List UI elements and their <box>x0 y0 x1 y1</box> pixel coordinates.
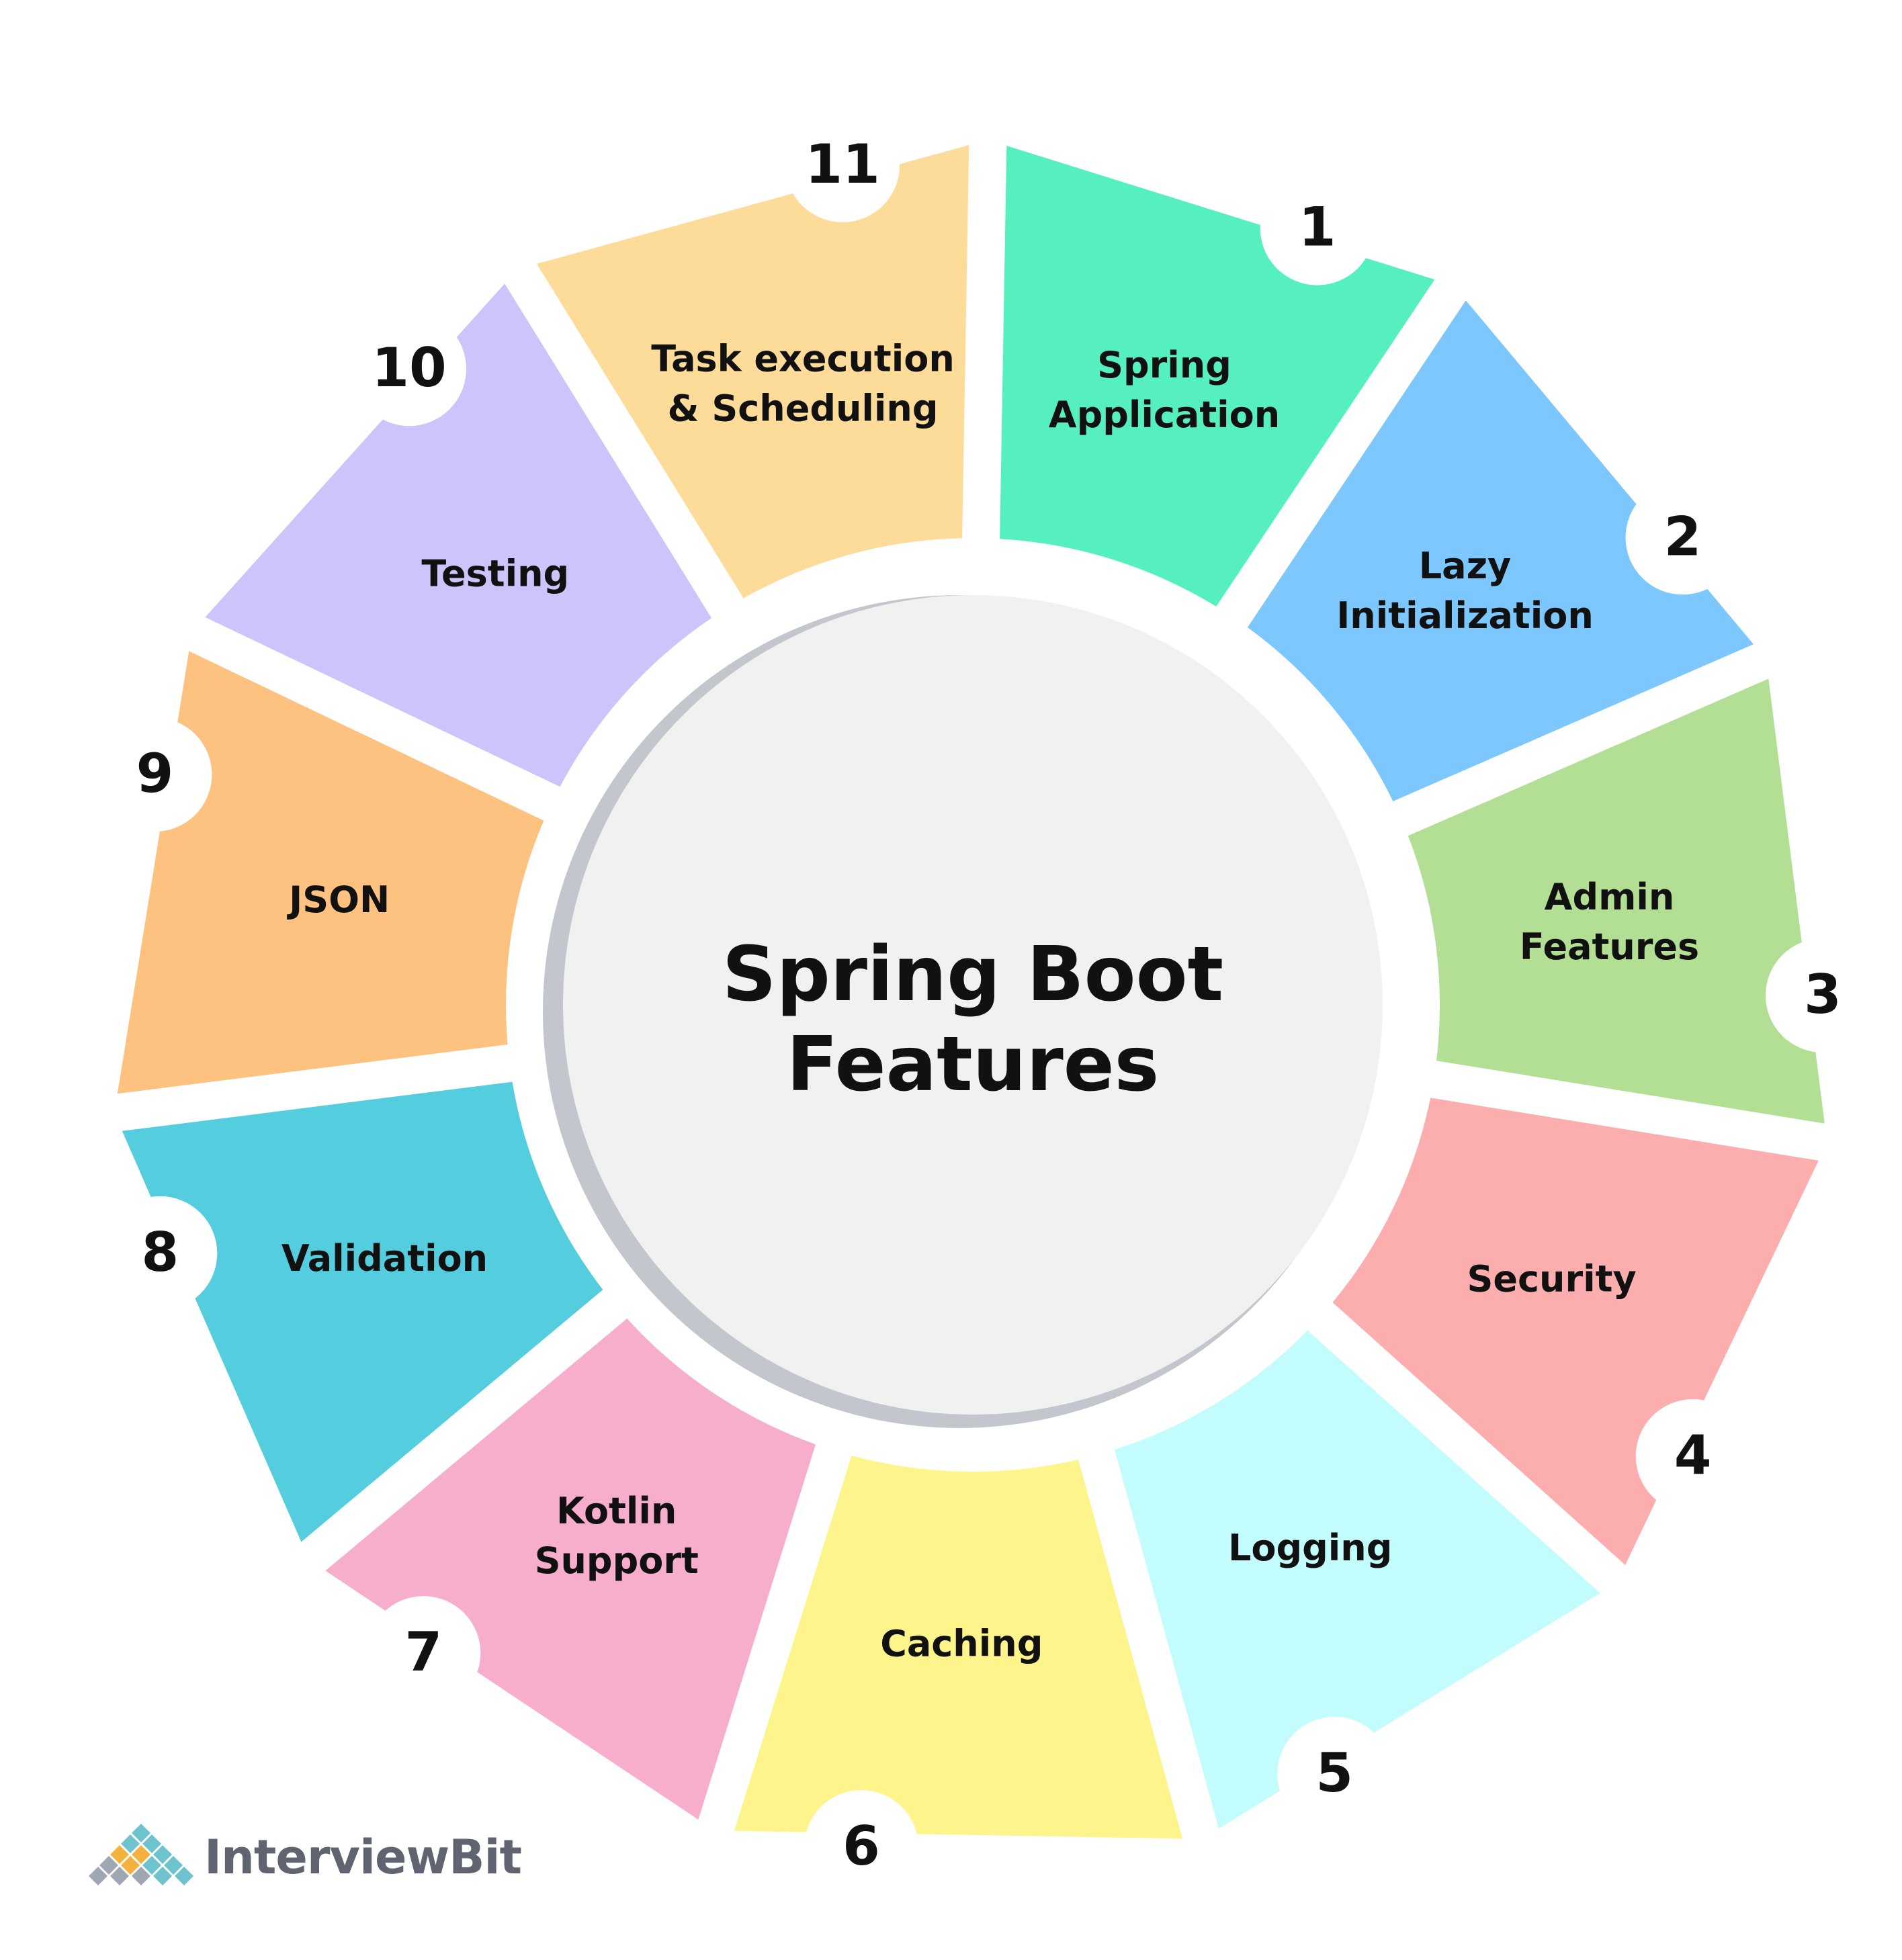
segment-6-number-badge <box>804 1790 918 1904</box>
segment-7-number: 7 <box>404 1621 442 1683</box>
segment-10 <box>205 283 711 787</box>
logo-diamond <box>110 1845 129 1864</box>
segment-7 <box>325 1319 816 1820</box>
segment-4-label-line: Security <box>1467 1257 1637 1300</box>
segment-2-number-badge <box>1625 480 1740 595</box>
segment-6-number: 6 <box>842 1815 880 1877</box>
segment-11-label-line: Task execution <box>651 338 955 380</box>
segment-2-number: 2 <box>1664 505 1702 568</box>
segment-5-number-badge <box>1277 1716 1392 1831</box>
center-circle-fill <box>563 595 1383 1415</box>
logo-diamond <box>132 1845 150 1864</box>
segment-11-number: 11 <box>805 133 879 195</box>
segment-3-label-line: Admin <box>1545 876 1675 918</box>
segment-4-number-badge <box>1635 1399 1750 1513</box>
segment-2 <box>1247 300 1754 801</box>
segment-7-label-line: Support <box>535 1540 699 1582</box>
logo-diamond <box>142 1856 161 1875</box>
segment-1-number: 1 <box>1299 196 1336 259</box>
segment-6 <box>734 1456 1183 1839</box>
logo-diamond <box>99 1856 118 1875</box>
segment-3-label-line: Features <box>1520 926 1699 968</box>
segment-1-number-badge <box>1260 171 1375 285</box>
segment-8-number: 8 <box>141 1221 179 1284</box>
segment-4 <box>1332 1098 1819 1565</box>
segment-7-number-badge <box>366 1596 481 1711</box>
segment-2-label-line: Initialization <box>1336 594 1594 637</box>
segment-10-number: 10 <box>372 337 446 399</box>
segment-7-label-line: Kotlin <box>556 1490 677 1532</box>
logo-diamond <box>132 1824 150 1842</box>
segment-9-number-badge <box>97 717 212 832</box>
segment-5 <box>1115 1330 1600 1829</box>
segment-11-label-line: & Scheduling <box>667 388 938 430</box>
segment-6-label-line: Caching <box>880 1623 1043 1665</box>
segment-1-label-line: Application <box>1049 394 1280 436</box>
logo-diamond <box>110 1867 129 1885</box>
diagram-title-line-1: Spring Boot <box>722 931 1223 1018</box>
segment-10-number-badge <box>352 312 466 427</box>
segment-11-number-badge <box>785 108 900 222</box>
segment-5-number: 5 <box>1315 1742 1353 1804</box>
brand-name: InterviewBit <box>204 1830 522 1885</box>
diagram-title-line-2: Features <box>787 1021 1160 1108</box>
center-circle: Spring Boot Features <box>543 595 1383 1428</box>
segment-3 <box>1408 678 1825 1124</box>
segment-8 <box>122 1081 603 1542</box>
logo-diamond <box>153 1845 172 1864</box>
segment-5-label-line: Logging <box>1228 1527 1392 1569</box>
interviewbit-logo-icon <box>89 1824 193 1885</box>
logo-diamond <box>132 1867 150 1885</box>
segment-8-label-line: Validation <box>282 1237 488 1280</box>
interviewbit-logo: InterviewBit <box>87 1814 522 1901</box>
logo-diamond <box>121 1856 140 1875</box>
segment-10-label-line: Testing <box>421 553 569 595</box>
segment-3-number-badge <box>1765 938 1880 1053</box>
segment-9 <box>117 651 544 1094</box>
logo-diamond <box>164 1856 183 1875</box>
logo-diamond <box>142 1834 161 1853</box>
segment-1-label-line: Spring <box>1097 344 1231 386</box>
segment-9-number: 9 <box>136 742 174 805</box>
segment-11 <box>536 145 969 598</box>
segment-8-number-badge <box>103 1196 218 1310</box>
segment-4-number: 4 <box>1674 1424 1712 1486</box>
segment-9-label-line: JSON <box>286 879 390 921</box>
logo-diamond <box>121 1834 140 1853</box>
segment-2-label-line: Lazy <box>1419 545 1511 587</box>
segment-3-number: 3 <box>1804 963 1842 1026</box>
logo-diamond <box>89 1867 107 1885</box>
logo-diamond <box>175 1867 193 1885</box>
logo-diamond <box>153 1867 172 1885</box>
